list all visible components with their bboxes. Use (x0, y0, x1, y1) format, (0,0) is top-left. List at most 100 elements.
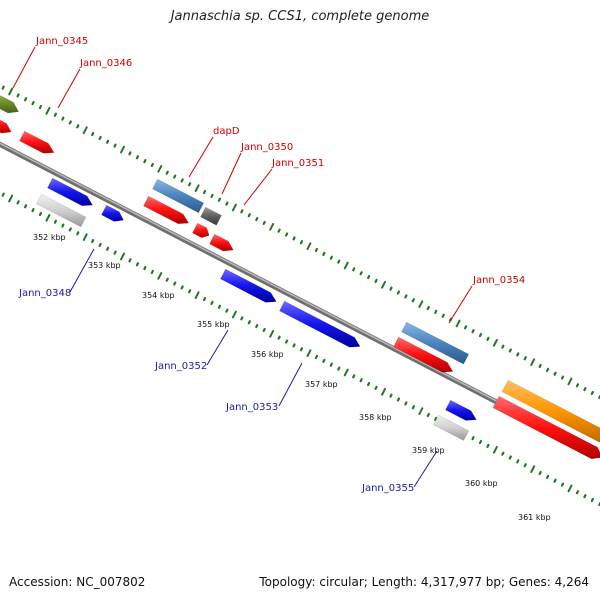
scale-minor-tick (434, 416, 438, 421)
scale-minor-tick (150, 162, 154, 168)
scale-minor-tick (247, 213, 251, 218)
scale-minor-tick (523, 463, 527, 468)
scale-minor-tick (575, 383, 580, 388)
gene-label-forward: Jann_0346 (79, 58, 132, 69)
scale-major-tick (530, 465, 536, 473)
gene-jann-0352-arrow (220, 268, 277, 303)
scale-tick-label: 354 kbp (142, 291, 175, 300)
gene-jann-0353-arrow (279, 300, 361, 348)
scale-minor-tick (426, 305, 430, 311)
scale-minor-tick (128, 151, 132, 156)
gene-label-reverse: Jann_0352 (154, 361, 207, 372)
gene-leader-line (278, 362, 303, 407)
scale-minor-tick (225, 308, 229, 313)
scale-minor-tick (16, 200, 20, 205)
scale-major-tick (269, 329, 275, 338)
scale-major-tick (418, 300, 424, 308)
scale-tick-label: 352 kbp (33, 233, 66, 242)
scale-minor-tick (434, 309, 438, 314)
gene-label-forward: Jann_0351 (271, 158, 324, 169)
scale-major-tick (343, 368, 349, 377)
scale-minor-tick (389, 286, 393, 291)
scale-minor-tick (299, 347, 304, 352)
scale-minor-tick (516, 352, 520, 357)
scale-minor-tick (471, 329, 475, 334)
scale-minor-tick (299, 240, 304, 245)
scale-minor-tick (105, 139, 110, 144)
scale-minor-tick (337, 259, 341, 264)
scale-minor-tick (277, 335, 281, 340)
scale-minor-tick (210, 193, 214, 198)
scale-minor-tick (61, 223, 65, 228)
scale-major-tick (492, 445, 498, 454)
scale-minor-tick (359, 378, 363, 383)
scale-tick-label: 355 kbp (197, 320, 230, 329)
scale-tick-label: 356 kbp (251, 350, 284, 359)
gene-leader-line (188, 136, 214, 178)
gene-leader-line (243, 168, 273, 206)
scale-minor-tick (359, 271, 363, 276)
scale-minor-tick (217, 197, 222, 202)
gene-leader-line (413, 450, 438, 488)
scale-minor-tick (292, 343, 296, 348)
scale-minor-tick (217, 304, 222, 309)
scale-minor-tick (441, 313, 445, 318)
scale-major-tick (82, 126, 88, 135)
gene-label-reverse: Jann_0348 (18, 288, 71, 299)
scale-minor-tick (255, 324, 259, 329)
scale-minor-tick (396, 290, 401, 295)
gene-red-arrow (143, 195, 190, 225)
scale-minor-tick (150, 269, 154, 275)
map-title: Jannaschia sp. CCS1, complete genome (170, 9, 430, 24)
scale-minor-tick (508, 348, 512, 353)
scale-minor-tick (322, 251, 326, 256)
scale-major-tick (343, 261, 349, 270)
gene-leader-line (69, 248, 95, 293)
scale-minor-tick (590, 390, 594, 396)
scale-major-tick (45, 107, 51, 115)
gene-label-forward: Jann_0354 (472, 275, 525, 286)
scale-minor-tick (463, 325, 468, 330)
scale-minor-tick (314, 247, 319, 253)
scale-minor-tick (128, 258, 132, 263)
scale-minor-tick (1, 192, 5, 197)
gene-jann-0345-arrow (0, 95, 20, 114)
scale-minor-tick (538, 470, 542, 476)
scale-minor-tick (367, 274, 371, 280)
scale-minor-tick (314, 354, 319, 360)
scale-minor-tick (188, 182, 192, 187)
scale-minor-tick (76, 231, 80, 236)
scale-major-tick (381, 280, 387, 289)
scale-minor-tick (284, 339, 289, 344)
scale-minor-tick (396, 397, 401, 402)
scale-minor-tick (471, 436, 475, 441)
gene-red-arrow (393, 336, 454, 373)
scale-minor-tick (38, 211, 43, 217)
topology-text: Topology: circular; Length: 4,317,977 bp… (259, 575, 589, 589)
scale-minor-tick (367, 381, 371, 387)
scale-tick-label: 361 kbp (518, 513, 551, 522)
scale-minor-tick (284, 232, 289, 237)
accession-text: Accession: NC_007802 (9, 575, 146, 589)
scale-minor-tick (486, 443, 490, 448)
scale-minor-tick (68, 227, 72, 232)
gene-dapd-arrow (152, 178, 205, 214)
scale-minor-tick (478, 439, 483, 445)
scale-minor-tick (553, 478, 557, 483)
scale-minor-tick (590, 497, 594, 503)
scale-major-tick (269, 222, 275, 231)
scale-major-tick (8, 87, 14, 96)
scale-minor-tick (240, 209, 244, 214)
scale-minor-tick (553, 371, 557, 376)
scale-minor-tick (247, 320, 251, 325)
scale-minor-tick (135, 155, 140, 160)
gene-red-arrow (192, 222, 210, 239)
gene-red-arrow (0, 119, 12, 134)
scale-minor-tick (91, 238, 95, 244)
scale-tick-label: 359 kbp (412, 446, 445, 455)
gene-label-forward: Jann_0350 (240, 142, 293, 153)
scale-minor-tick (61, 116, 65, 121)
scale-minor-tick (352, 267, 356, 272)
scale-minor-tick (538, 363, 542, 369)
